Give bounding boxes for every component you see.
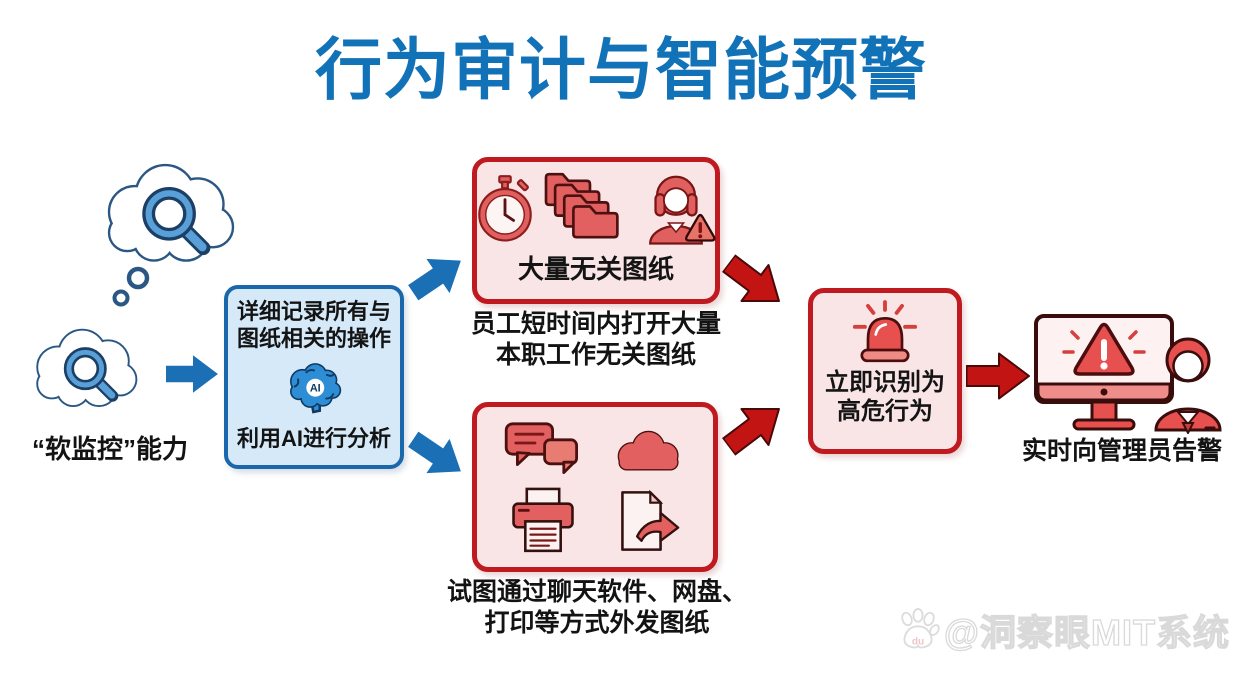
- record-line1: 详细记录所有与: [236, 299, 391, 324]
- arrow-right-red-icon: [966, 352, 1030, 400]
- record-text: 详细记录所有与 图纸相关的操作: [237, 299, 391, 353]
- monitor-warning-icon: [1034, 314, 1174, 431]
- notify-caption: 实时向管理员告警: [1021, 437, 1222, 465]
- page-title: 行为审计与智能预警: [315, 33, 927, 108]
- risk-bottom-caption-line1: 试图通过聊天软件、网盘、: [446, 578, 747, 606]
- risk-bottom-caption: 试图通过聊天软件、网盘、 打印等方式外发图纸: [437, 577, 757, 638]
- ai-badge-text: AI: [310, 383, 321, 395]
- watermark: du @洞察眼MIT系统: [896, 604, 1230, 656]
- analyze-line: 利用AI进行分析: [236, 426, 391, 452]
- ai-analysis-box: 详细记录所有与 图纸相关的操作 AI 利用AI进行分析: [224, 285, 404, 469]
- alert-box: 立即识别为 高危行为: [808, 288, 962, 454]
- paw-logo-text: du: [912, 637, 924, 648]
- alert-line2: 高危行为: [837, 397, 933, 425]
- folders-stack-icon: [544, 172, 619, 239]
- arrow-up-right-icon: [401, 243, 473, 310]
- ai-brain-icon: AI: [290, 363, 342, 414]
- arrow-down-right-icon: [401, 422, 473, 489]
- printer-icon: [512, 487, 574, 552]
- chat-bubbles-icon: [504, 421, 578, 474]
- risk-top-box: 大量无关图纸: [472, 157, 720, 304]
- soft-monitoring-label: “软监控”能力: [31, 434, 188, 464]
- stopwatch-icon: [478, 175, 532, 242]
- risk-top-caption: 员工短时间内打开大量 本职工作无关图纸: [451, 309, 741, 370]
- paw-logo-icon: du: [901, 608, 940, 649]
- risk-top-caption-line1: 员工短时间内打开大量: [470, 310, 721, 338]
- risk-top-label: 大量无关图纸: [517, 254, 674, 284]
- soft-monitoring-clouds-icon: [20, 150, 260, 440]
- arrow-right-icon: [166, 355, 218, 393]
- thought-cloud-large-icon: [110, 166, 232, 259]
- risk-bottom-box: [472, 402, 718, 572]
- risk-top-caption-line2: 本职工作无关图纸: [495, 340, 696, 369]
- siren-icon: [852, 300, 918, 363]
- admin-person-icon: [1154, 337, 1222, 434]
- record-line2: 图纸相关的操作: [236, 325, 391, 351]
- warning-triangle-icon: [685, 213, 716, 242]
- risk-bottom-caption-line2: 打印等方式外发图纸: [484, 608, 710, 637]
- alert-line1: 立即识别为: [825, 369, 945, 396]
- cloud-drive-icon: [617, 430, 679, 470]
- arrow-up-right-red-icon: [714, 389, 794, 466]
- thought-cloud-small-icon: [38, 331, 135, 405]
- employee-warning-icon: [649, 175, 716, 245]
- risk-top-icons: [475, 170, 717, 248]
- watermark-text: @洞察眼MIT系统: [943, 611, 1230, 653]
- file-export-icon: [621, 489, 680, 551]
- thought-dot-icon: [112, 289, 130, 307]
- monitor-admin-group: [1034, 314, 1222, 434]
- thought-dot-icon: [126, 266, 150, 290]
